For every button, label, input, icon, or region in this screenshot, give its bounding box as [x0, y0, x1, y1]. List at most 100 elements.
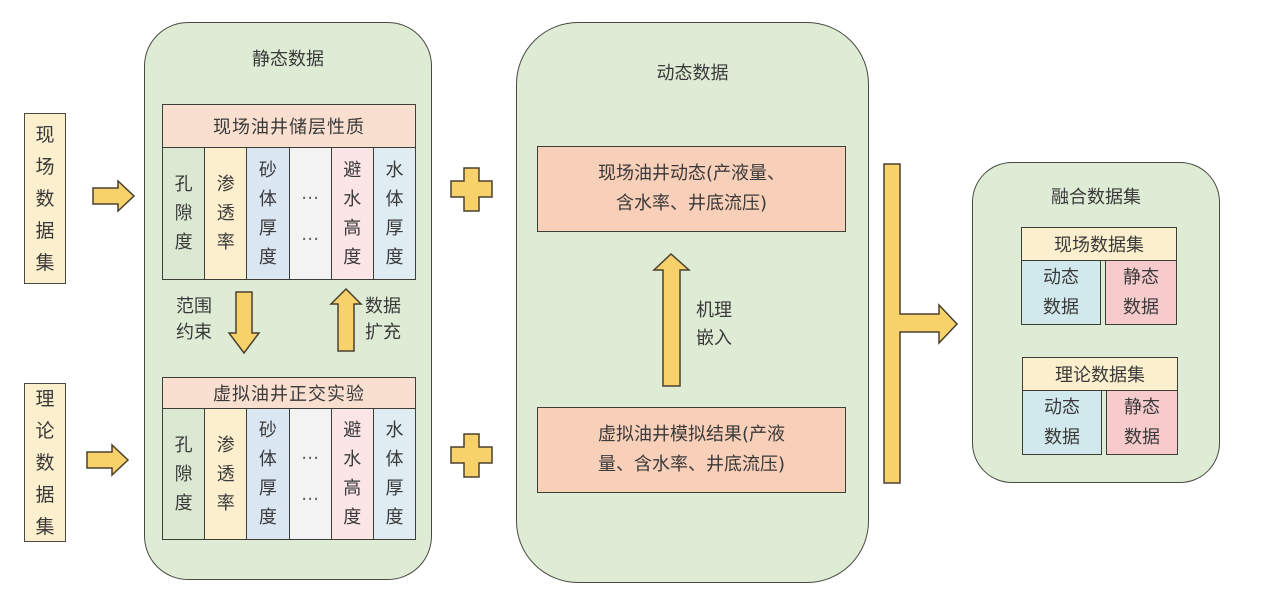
column-char: 度: [343, 507, 362, 528]
column-char: 率: [216, 492, 235, 514]
fusion-field-dynamic-cell: 动态 数据: [1021, 260, 1101, 325]
column-char: 水: [343, 188, 362, 210]
label-char: 场: [35, 155, 55, 178]
label-char: 据: [35, 483, 55, 506]
column-char: 透: [216, 203, 235, 224]
column-char: 厚: [258, 478, 277, 499]
plus-icon: [450, 433, 493, 478]
cell-line: 动态: [1044, 396, 1080, 418]
field-dynamic-line-1: 现场油井动态(产液量、: [597, 163, 786, 184]
label-char: 现: [35, 123, 55, 146]
static-data-title: 静态数据: [252, 49, 324, 70]
arrow-right-icon: [92, 179, 136, 213]
theory-dataset-text: 理论数据集: [35, 383, 54, 543]
virtual-experiment-column: 避水高度: [331, 409, 374, 539]
range-constraint-line-1: 范围: [176, 296, 212, 317]
column-char: 避: [343, 159, 362, 181]
field-dataset-label: 现场数据集: [24, 113, 66, 284]
column-char: 厚: [258, 217, 277, 239]
column-char: 厚: [385, 478, 404, 499]
virtual-experiment-column: 孔隙度: [163, 409, 206, 539]
cell-line: 动态: [1043, 266, 1079, 288]
column-char: 度: [258, 507, 277, 528]
field-reservoir-column: ……: [289, 148, 332, 279]
column-char: 孔: [174, 434, 193, 456]
column-char: 体: [385, 449, 404, 470]
column-char: 体: [385, 188, 404, 210]
dynamic-data-panel: 动态数据: [516, 22, 869, 583]
virtual-experiment-column: ……: [289, 409, 332, 539]
field-reservoir-table: 现场油井储层性质 孔隙度渗透率砂体厚度……避水高度水体厚度: [162, 104, 416, 280]
column-char: 度: [174, 232, 193, 253]
plus-icon: [450, 167, 493, 212]
column-char: 隙: [174, 203, 193, 224]
column-char: 孔: [174, 174, 193, 195]
field-reservoir-table-header: 现场油井储层性质: [163, 105, 415, 148]
data-expansion-label: 数据 扩充: [365, 294, 401, 346]
column-char: 体: [258, 188, 277, 210]
mechanism-embedding-line-2: 嵌入: [696, 328, 732, 349]
theory-dataset-label: 理论数据集: [24, 383, 66, 542]
virtual-experiment-table: 虚拟油井正交实验 孔隙度渗透率砂体厚度……避水高度水体厚度: [162, 377, 416, 540]
field-reservoir-column: 渗透率: [205, 148, 248, 279]
label-char: 理: [35, 387, 55, 410]
field-reservoir-columns: 孔隙度渗透率砂体厚度……避水高度水体厚度: [163, 148, 416, 279]
dynamic-data-title: 动态数据: [656, 63, 729, 84]
column-char: 度: [343, 246, 362, 268]
virtual-experiment-table-header: 虚拟油井正交实验: [163, 378, 415, 409]
label-char: 集: [35, 515, 55, 538]
virtual-experiment-column: 砂体厚度: [247, 409, 290, 539]
virtual-simulation-line-1: 虚拟油井模拟结果(产液: [597, 424, 786, 445]
column-char: 高: [343, 217, 362, 239]
range-constraint-line-2: 约束: [176, 322, 212, 343]
fusion-theory-dynamic-cell: 动态 数据: [1022, 390, 1102, 455]
cell-line: 数据: [1124, 426, 1160, 448]
range-constraint-label: 范围 约束: [176, 294, 212, 346]
arrow-right-icon: [86, 443, 130, 477]
field-reservoir-column: 孔隙度: [163, 148, 206, 279]
column-char: 砂: [258, 159, 277, 181]
fusion-field-static-cell: 静态 数据: [1105, 260, 1177, 325]
column-char: 渗: [216, 434, 235, 456]
column-char: 率: [216, 232, 235, 253]
column-char: …: [301, 223, 320, 245]
virtual-experiment-column: 渗透率: [205, 409, 248, 539]
field-dynamic-box: 现场油井动态(产液量、 含水率、井底流压): [537, 146, 846, 232]
cell-line: 静态: [1123, 266, 1159, 288]
column-char: 砂: [258, 420, 277, 441]
column-char: 度: [258, 246, 277, 268]
column-char: …: [301, 182, 320, 204]
field-dynamic-line-2: 含水率、井底流压): [615, 193, 768, 214]
column-char: 度: [385, 507, 404, 528]
arrow-up-icon: [652, 252, 691, 387]
virtual-experiment-column: 水体厚度: [373, 409, 416, 539]
fusion-dataset-title: 融合数据集: [1051, 187, 1141, 208]
field-dataset-text: 现场数据集: [35, 119, 54, 279]
column-char: 体: [258, 449, 277, 470]
column-char: …: [301, 443, 320, 464]
label-char: 数: [35, 187, 55, 210]
cell-line: 静态: [1124, 396, 1160, 418]
column-char: 水: [385, 159, 404, 181]
column-char: 透: [216, 463, 235, 485]
column-char: …: [301, 484, 320, 505]
column-char: 隙: [174, 463, 193, 485]
column-char: 水: [343, 449, 362, 470]
cell-line: 数据: [1043, 296, 1079, 318]
field-reservoir-column: 避水高度: [331, 148, 374, 279]
fusion-theory-static-cell: 静态 数据: [1106, 390, 1178, 455]
cell-line: 数据: [1044, 426, 1080, 448]
label-char: 论: [35, 419, 55, 442]
column-char: 度: [174, 492, 193, 514]
arrow-down-icon: [227, 291, 261, 355]
mechanism-embedding-label: 机理 嵌入: [696, 297, 732, 353]
field-reservoir-column: 砂体厚度: [247, 148, 290, 279]
virtual-simulation-box: 虚拟油井模拟结果(产液 量、含水率、井底流压): [537, 407, 846, 493]
column-char: 水: [385, 420, 404, 441]
column-char: 高: [343, 478, 362, 499]
column-char: 避: [343, 420, 362, 441]
data-expansion-line-2: 扩充: [365, 322, 401, 343]
arrow-up-icon: [329, 287, 363, 352]
label-char: 据: [35, 219, 55, 242]
column-char: 度: [385, 246, 404, 268]
